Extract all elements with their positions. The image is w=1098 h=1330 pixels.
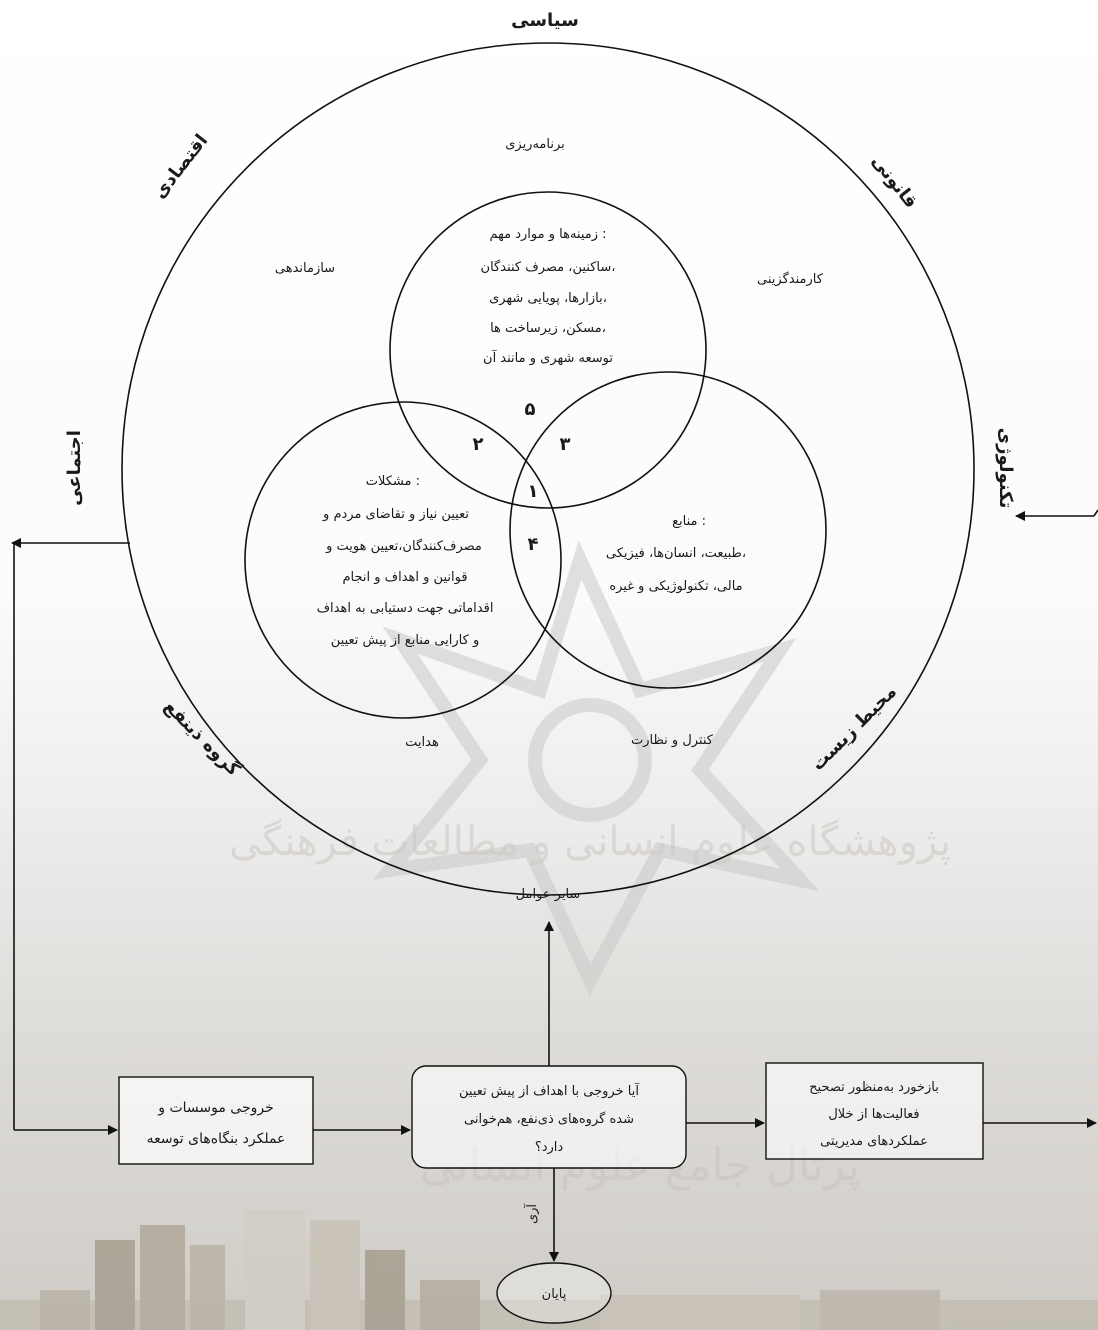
left-circle-line: و کارایی منابع از پیش تعیین [331, 633, 479, 648]
watermark-text: پژوهشگاه علوم انسانی و مطالعات فرهنگی [229, 819, 951, 865]
left-circle-line: قوانین و اهداف و انجام [342, 570, 467, 585]
label-organizing: سازماندهی [275, 261, 335, 276]
end-label: پایان [542, 1287, 567, 1302]
output-box-line: خروجی موسسات و [157, 1100, 274, 1116]
region-number-4: ۴ [528, 534, 539, 555]
label-social: اجتماعی [64, 430, 85, 506]
right-circle-line: طبیعت، انسان‌ها، فیزیکی، [606, 546, 746, 561]
decision-box-line: دارد؟ [535, 1140, 564, 1155]
label-other-factors: سایر عوامل [516, 887, 581, 902]
region-number-3: ۳ [560, 434, 571, 455]
right-circle-line: مالی، تکنولوژیکی و غیره [609, 579, 742, 594]
right-circle-text: منابع : طبیعت، انسان‌ها، فیزیکی، مالی، ت… [606, 514, 746, 594]
left-circle-line: مشکلات : [366, 474, 420, 489]
top-circle-line: ساکنین، مصرف کنندگان، [481, 259, 616, 275]
label-stakeholder-group: گروه ذینفع [160, 695, 245, 780]
label-controlling: کنترل و نظارت [631, 733, 714, 748]
top-circle-line: زمینه‌ها و موارد مهم : [489, 227, 606, 242]
region-number-2: ۲ [473, 434, 484, 455]
outer-circle [122, 43, 974, 895]
feedback-box-line: بازخورد به‌منظور تصحیح [809, 1080, 939, 1095]
top-circle-line: مسکن، زیرساخت ها، [490, 321, 606, 336]
top-circle-text: زمینه‌ها و موارد مهم : ساکنین، مصرف کنند… [481, 227, 616, 366]
left-circle-line: اقداماتی جهت دستیابی به اهداف [317, 601, 494, 616]
watermark-emblem [390, 560, 800, 980]
output-box-line: عملکرد بنگاه‌های توسعه [147, 1130, 286, 1147]
decision-box-line: آیا خروجی با اهداف از پیش تعیین [459, 1082, 640, 1099]
label-technological: تکنولوژی [995, 428, 1016, 509]
region-number-5: ۵ [525, 399, 536, 420]
right-circle-line: منابع : [672, 514, 706, 529]
label-directing: هدایت [405, 735, 439, 750]
line-right-up [1094, 510, 1098, 516]
label-legal: قانونی [867, 151, 921, 212]
left-circle-text: مشکلات : تعیین نیاز و تقاضای مردم و مصرف… [317, 474, 494, 648]
top-circle-line: بازارها، پویایی شهری، [489, 291, 607, 306]
left-circle-line: تعیین نیاز و تقاضای مردم و [322, 507, 469, 522]
feedback-box-line: فعالیت‌ها از خلال [828, 1107, 919, 1122]
decision-box-line: شده گروه‌های ذی‌نفع، هم‌خوانی [464, 1111, 634, 1127]
label-planning: برنامه‌ریزی [505, 137, 565, 152]
label-economic: اقتصادی [149, 130, 212, 202]
label-political: سیاسی [511, 10, 579, 31]
region-number-1: ۱ [528, 481, 539, 502]
output-box [119, 1077, 313, 1164]
label-staffing: کارمندگزینی [757, 271, 824, 287]
top-circle-line: توسعه شهری و مانند آن [483, 349, 613, 366]
left-circle-line: مصرف‌کنندگان،تعیین هویت و [325, 538, 482, 554]
yes-label: آری [523, 1203, 540, 1224]
feedback-box-line: عملکردهای مدیریتی [820, 1134, 928, 1149]
